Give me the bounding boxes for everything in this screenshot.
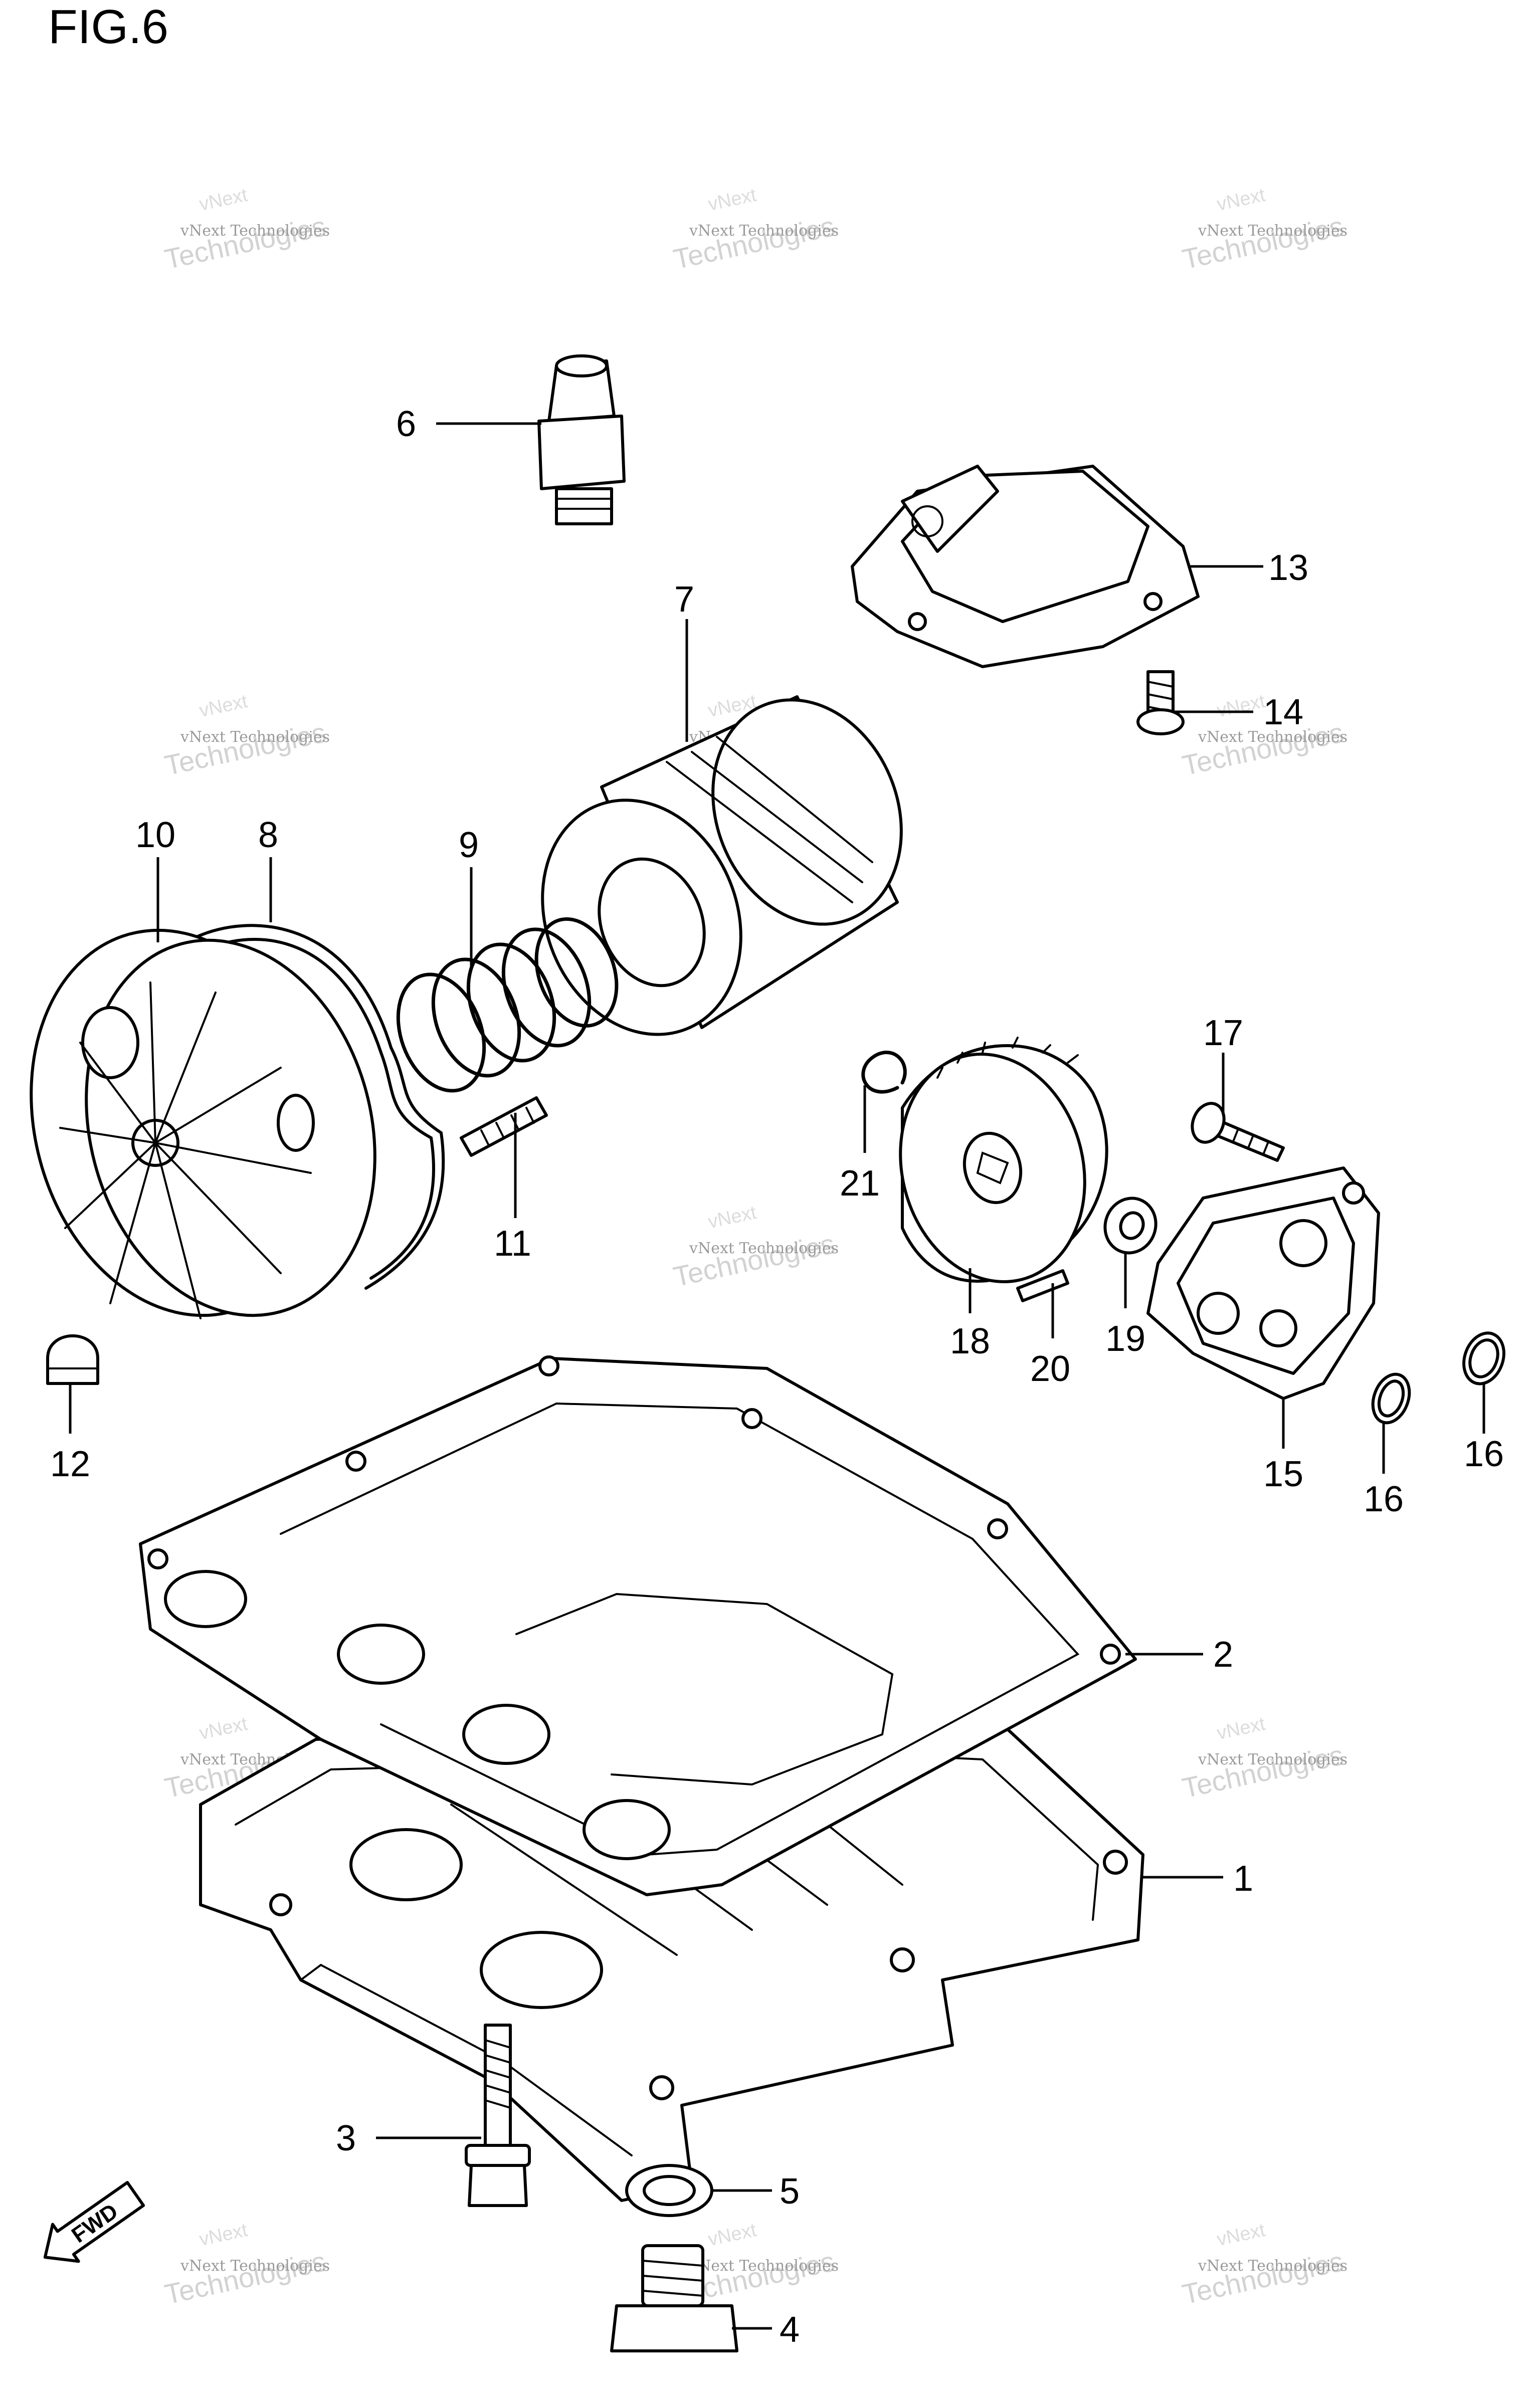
watermark-large: Technologies: [671, 1228, 838, 1293]
watermark: vNext Technologies vNext Technologies: [162, 184, 330, 275]
watermark-top: vNext: [1215, 1713, 1267, 1744]
figure-title: FIG.6: [48, 0, 168, 54]
callout-20: 20: [1030, 1349, 1070, 1389]
callout-11: 11: [494, 1224, 531, 1264]
watermark: vNext Technologies vNext Technologies: [162, 691, 330, 781]
callout-8: 8: [258, 815, 278, 855]
watermark: vNext Technologies vNext Technologies: [1180, 2220, 1348, 2310]
part-14-screw: [1136, 670, 1185, 735]
part-6-plug: [537, 354, 626, 525]
callout-21: 21: [840, 1163, 880, 1204]
watermark-top: vNext: [1215, 184, 1267, 215]
watermark: vNext Technologies vNext Technologies: [1180, 1713, 1348, 1804]
watermark-large: Technologies: [162, 210, 329, 275]
watermark-top: vNext: [1215, 691, 1267, 721]
part-3-bolt: [465, 2024, 531, 2207]
callout-17: 17: [1203, 1013, 1243, 1053]
watermark-small: vNext Technologies: [689, 2257, 839, 2275]
watermark-small: vNext Technologies: [1198, 728, 1348, 746]
watermark-large: Technologies: [162, 2245, 329, 2310]
leader-lines: [69, 422, 1485, 2330]
watermark-small: vNext Technologies: [180, 728, 330, 746]
part-11-stud: [460, 1096, 548, 1157]
callout-9: 9: [459, 825, 479, 865]
watermark: vNext Technologies vNext Technologies: [671, 1202, 839, 1293]
callout-3: 3: [336, 2118, 356, 2158]
fwd-arrow-icon: [43, 2180, 145, 2263]
callout-19: 19: [1105, 1319, 1145, 1359]
watermark-small: vNext Technologies: [180, 222, 330, 240]
watermark-large: Technologies: [671, 210, 838, 275]
part-7-oil-filter: [541, 695, 903, 1036]
watermark: vNext Technologies vNext Technologies: [162, 2220, 330, 2310]
callout-16b: 16: [1464, 1434, 1504, 1474]
watermark-top: vNext: [1215, 2220, 1267, 2250]
watermark-small: vNext Technologies: [1198, 2257, 1348, 2275]
callout-2: 2: [1213, 1635, 1233, 1675]
watermark-small: vNext Technologies: [689, 1240, 839, 1257]
part-17-bolt: [1191, 1102, 1285, 1162]
watermark-top: vNext: [706, 184, 758, 215]
callout-14: 14: [1263, 692, 1303, 732]
watermark-large: Technologies: [1180, 2245, 1346, 2310]
callout-13: 13: [1268, 548, 1308, 588]
part-5-washer: [625, 2164, 713, 2217]
callout-5: 5: [780, 2171, 800, 2212]
callout-16a: 16: [1364, 1479, 1404, 1519]
part-13-cover: [851, 465, 1200, 668]
part-15-oil-pump: [1146, 1166, 1380, 1400]
watermark: vNext Technologies vNext Technologies: [671, 184, 839, 275]
part-8-gasket: [194, 924, 445, 1290]
watermark-large: Technologies: [1180, 1739, 1346, 1804]
watermark-large: Technologies: [162, 716, 329, 781]
callout-4: 4: [780, 2310, 800, 2350]
callout-18: 18: [950, 1321, 990, 1361]
part-16-o-ring: [1371, 1372, 1411, 1425]
callout-15: 15: [1263, 1454, 1303, 1494]
callout-numbers: 1 2 3 4 5 6 7 8 9 10 11 12 13 14 15 16 1…: [50, 404, 1504, 2350]
part-21-circlip: [861, 1051, 907, 1094]
callout-10: 10: [135, 815, 175, 855]
watermark-large: Technologies: [1180, 210, 1346, 275]
callout-12: 12: [50, 1444, 90, 1484]
watermark-top: vNext: [198, 691, 250, 721]
watermark-top: vNext: [706, 2220, 758, 2250]
watermark-top: vNext: [198, 1713, 250, 1744]
fwd-arrow: FWD: [43, 2180, 145, 2263]
part-18-gear: [899, 1037, 1108, 1283]
part-9-spring: [396, 917, 619, 1093]
part-2-oil-pan-gasket: [139, 1355, 1137, 1896]
watermark-small: vNext Technologies: [1198, 222, 1348, 240]
watermark-small: vNext Technologies: [689, 222, 839, 240]
part-4-drain-plug: [610, 2244, 738, 2352]
part-20-pin: [1016, 1269, 1069, 1302]
watermark-small: vNext Technologies: [1198, 1751, 1348, 1768]
part-12-cap-nut: [46, 1334, 99, 1385]
callout-1: 1: [1233, 1859, 1253, 1899]
watermark: vNext Technologies vNext Technologies: [1180, 184, 1348, 275]
watermark-top: vNext: [706, 1202, 758, 1233]
part-1-oil-pan: [199, 1723, 1144, 2202]
part-10-filter-cover: [30, 928, 376, 1319]
watermark-top: vNext: [198, 2220, 250, 2250]
callout-6: 6: [396, 404, 416, 444]
callout-7: 7: [674, 579, 694, 620]
part-16-o-ring: [1462, 1331, 1505, 1385]
watermark-top: vNext: [198, 184, 250, 215]
part-19-washer: [1103, 1197, 1158, 1255]
watermark-small: vNext Technologies: [180, 2257, 330, 2275]
